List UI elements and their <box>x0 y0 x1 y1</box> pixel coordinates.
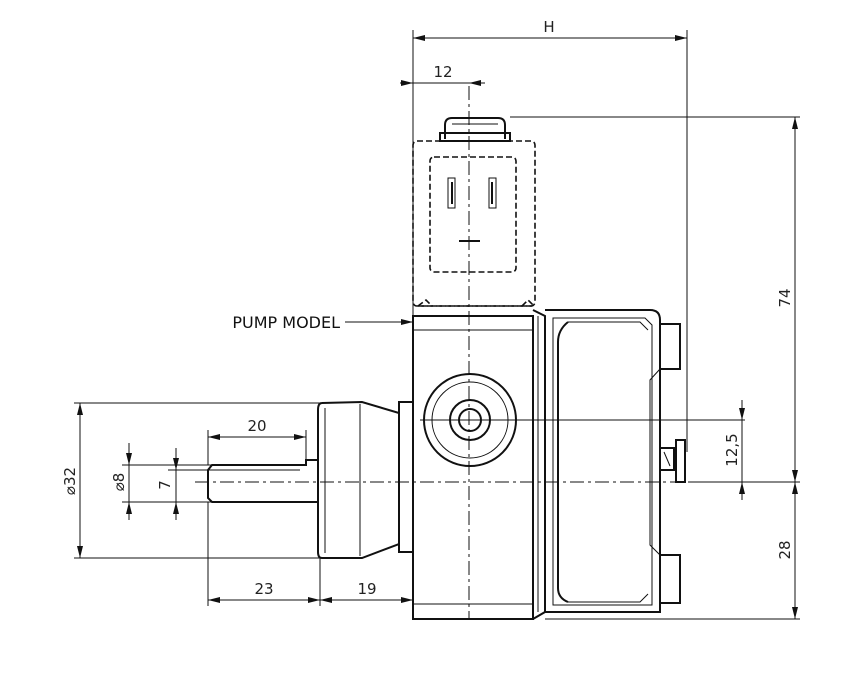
dimension-12-5-label: 12,5 <box>723 433 741 466</box>
center-lines <box>195 86 745 618</box>
dimension-74-label: 74 <box>776 288 794 307</box>
dimension-12-5: 12,5 <box>723 400 745 500</box>
pump-model-label: PUMP MODEL <box>232 313 340 332</box>
dimension-8: ⌀8 <box>110 443 212 520</box>
dimension-32: ⌀32 <box>61 402 322 559</box>
dimension-h-label: H <box>543 18 554 36</box>
dimension-8-label: ⌀8 <box>110 473 128 492</box>
pump-cover <box>545 309 686 613</box>
dimension-23-19: 23 19 <box>207 502 413 606</box>
pump-body <box>398 309 546 620</box>
dimension-23-label: 23 <box>254 580 273 598</box>
pump-shaft <box>207 400 400 559</box>
dimension-20: 20 <box>207 417 307 465</box>
dimension-h: H <box>412 18 688 452</box>
dimension-19-label: 19 <box>357 580 376 598</box>
dimension-32-label: ⌀32 <box>61 467 79 495</box>
dimension-12-label: 12 <box>433 63 452 81</box>
dimension-28-label: 28 <box>776 540 794 559</box>
dimension-12: 12 <box>400 63 485 86</box>
dimension-20-label: 20 <box>247 417 266 435</box>
dimension-74-28: 74 28 <box>510 116 800 620</box>
dimension-7-label: 7 <box>156 480 174 490</box>
pump-model-callout: PUMP MODEL <box>232 313 413 332</box>
dimension-7: 7 <box>156 448 212 520</box>
solenoid-coil <box>412 117 536 307</box>
